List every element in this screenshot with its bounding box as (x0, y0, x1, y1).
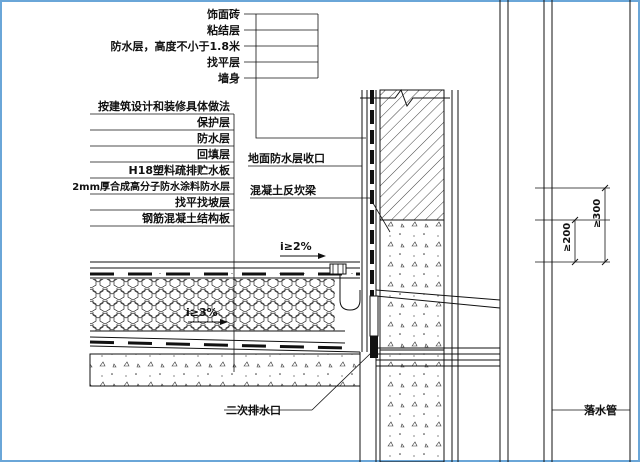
dimension-lines (535, 184, 610, 266)
floor-layer-5: 2mm厚合成高分子防水涂料防水层 (72, 180, 230, 193)
callout-secondary-drain: 二次排水口 (226, 403, 281, 417)
callout-curb-beam: 混凝土反坎梁 (250, 183, 317, 197)
callout-downpipe: 落水管 (584, 403, 617, 417)
floor-layer-1: 保护层 (196, 115, 230, 129)
leader-lines (90, 13, 630, 411)
floor-layer-4: H18塑料疏排贮水板 (128, 163, 231, 177)
wall-layer-3: 找平层 (207, 55, 240, 69)
dim-300: ≥300 (592, 199, 603, 228)
floor-drain (329, 263, 361, 311)
dim-200: ≥200 (562, 223, 573, 252)
slope-upper-label: i≥2% (280, 240, 312, 253)
wall-layer-0: 饰面砖 (207, 7, 240, 21)
floor-layer-6: 找平找坡层 (175, 195, 230, 209)
slope-arrow-lower (188, 319, 228, 325)
slope-lower-label: i≥3% (186, 306, 218, 319)
wall-layer-2: 防水层，高度不小于1.8米 (111, 39, 241, 53)
wall (360, 88, 459, 462)
floor-layer-3: 回填层 (197, 147, 230, 161)
downpipe (499, 0, 631, 462)
callout-closing: 地面防水层收口 (248, 151, 325, 165)
floor-layer-0: 按建筑设计和装修具体做法 (98, 99, 230, 113)
wall-layer-4: 墙身 (218, 71, 240, 85)
drain-pipes (369, 289, 501, 358)
slope-arrow-upper (280, 253, 326, 259)
wall-layer-1: 粘结层 (207, 23, 240, 37)
floor-layer-2: 防水层 (197, 131, 230, 145)
floor-layer-7: 钢筋混凝土结构板 (142, 211, 231, 225)
